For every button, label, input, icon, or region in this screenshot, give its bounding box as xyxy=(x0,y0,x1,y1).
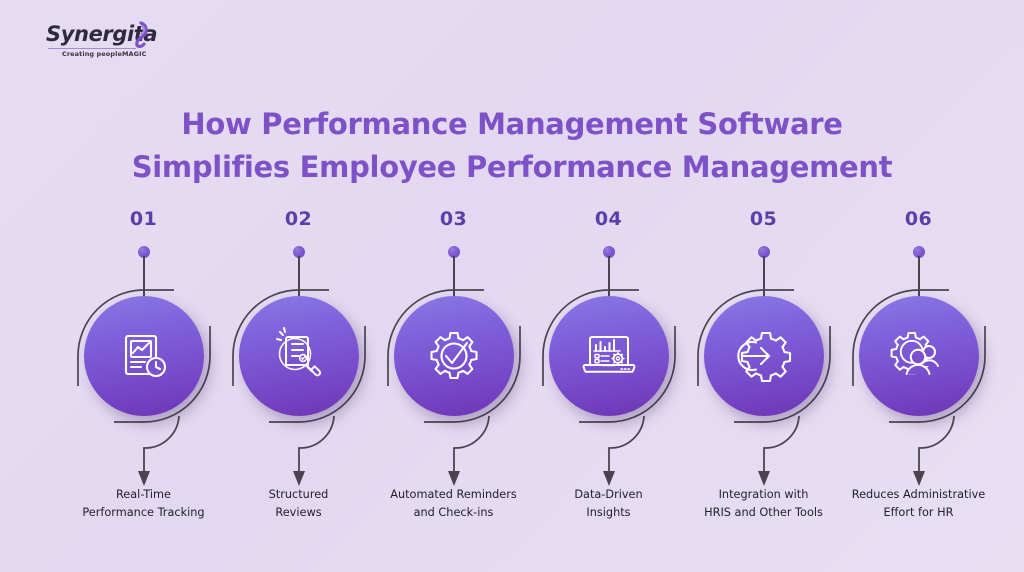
step-caption: Reduces Administrative Effort for HR xyxy=(835,486,1002,521)
step-item-06: 06 xyxy=(841,198,996,538)
step-caption: Structured Reviews xyxy=(215,486,382,521)
decorative-arc xyxy=(851,289,986,423)
step-item-05: 05 xyxy=(686,198,841,538)
page-title: How Performance Management Software Simp… xyxy=(0,103,1024,189)
step-caption: Data-Driven Insights xyxy=(525,486,692,521)
step-caption-line-1: Structured xyxy=(268,488,329,501)
brand-name: Synergita xyxy=(46,22,158,46)
decorative-arc xyxy=(541,289,676,423)
step-circle xyxy=(231,289,366,423)
decorative-arc xyxy=(76,289,211,423)
step-item-01: 01 xyxy=(66,198,221,538)
connector-line-bottom xyxy=(603,415,645,486)
gear-arrow-in-icon xyxy=(736,331,791,383)
page-title-line-2: Simplifies Employee Performance Manageme… xyxy=(131,150,893,185)
step-caption-line-1: Integration with xyxy=(718,488,809,501)
step-caption-line-2: Reviews xyxy=(275,505,322,519)
step-circle xyxy=(696,289,831,423)
connector-line-bottom xyxy=(758,415,800,486)
step-caption-line-1: Data-Driven xyxy=(574,488,643,501)
swirl-logo-icon xyxy=(130,20,150,53)
step-icon-circle xyxy=(238,296,359,416)
step-icon-circle xyxy=(83,296,204,416)
step-icon-circle xyxy=(548,296,669,416)
decorative-arc xyxy=(231,289,366,423)
logo-divider xyxy=(48,48,136,49)
step-caption: Integration with HRIS and Other Tools xyxy=(680,486,847,521)
step-circle xyxy=(541,289,676,423)
step-number: 06 xyxy=(904,208,933,230)
brand-logo: Synergita Creating peopleMAGIC xyxy=(46,18,158,62)
step-caption-line-2: Insights xyxy=(586,505,631,519)
step-circle xyxy=(76,289,211,423)
step-caption-line-2: HRIS and Other Tools xyxy=(704,505,823,519)
step-caption-line-2: and Check-ins xyxy=(413,505,494,519)
step-item-02: 02 xyxy=(221,198,376,538)
step-caption: Real-Time Performance Tracking xyxy=(60,486,227,521)
step-number: 01 xyxy=(129,208,158,230)
step-caption-line-2: Performance Tracking xyxy=(82,505,205,519)
step-icon-circle xyxy=(703,296,824,416)
page-title-line-1: How Performance Management Software xyxy=(181,107,843,142)
brand-tagline: Creating peopleMAGIC xyxy=(62,50,147,58)
step-circle xyxy=(386,289,521,423)
step-caption: Automated Reminders and Check-ins xyxy=(370,486,537,521)
decorative-arc xyxy=(386,289,521,423)
step-icon-circle xyxy=(393,296,514,416)
connector-line-top xyxy=(917,256,920,302)
laptop-dashboard-gear-icon xyxy=(582,336,635,373)
step-item-03: 03 xyxy=(376,198,531,538)
step-dot xyxy=(447,246,460,258)
step-caption-line-1: Automated Reminders xyxy=(390,488,517,501)
report-chart-clock-icon xyxy=(124,334,166,378)
step-dot xyxy=(137,246,150,258)
step-number: 02 xyxy=(284,208,313,230)
step-dot xyxy=(292,246,305,258)
step-caption-line-1: Real-Time xyxy=(115,488,172,501)
step-item-04: 04 xyxy=(531,198,686,538)
step-dot xyxy=(602,246,615,258)
gear-people-icon xyxy=(890,332,939,375)
step-caption-line-2: Effort for HR xyxy=(883,505,954,519)
connector-line-top xyxy=(297,256,300,302)
connector-line-top xyxy=(762,256,765,302)
connector-line-top xyxy=(142,256,145,302)
connector-line-top xyxy=(452,256,455,302)
decorative-arc xyxy=(696,289,831,423)
steps-row: 01 xyxy=(0,198,1024,538)
connector-line-bottom xyxy=(913,415,955,486)
step-number: 03 xyxy=(439,208,468,230)
connector-line-bottom xyxy=(138,415,180,486)
step-dot xyxy=(757,246,770,258)
connector-line-top xyxy=(607,256,610,302)
connector-line-bottom xyxy=(448,415,490,486)
connector-line-bottom xyxy=(293,415,335,486)
gear-checkmark-icon xyxy=(429,331,478,380)
step-circle xyxy=(851,289,986,423)
step-dot xyxy=(912,246,925,258)
magnifier-checklist-icon xyxy=(275,327,321,377)
step-number: 04 xyxy=(594,208,623,230)
step-number: 05 xyxy=(749,208,778,230)
step-caption-line-1: Reduces Administrative xyxy=(851,488,986,501)
step-icon-circle xyxy=(858,296,979,416)
